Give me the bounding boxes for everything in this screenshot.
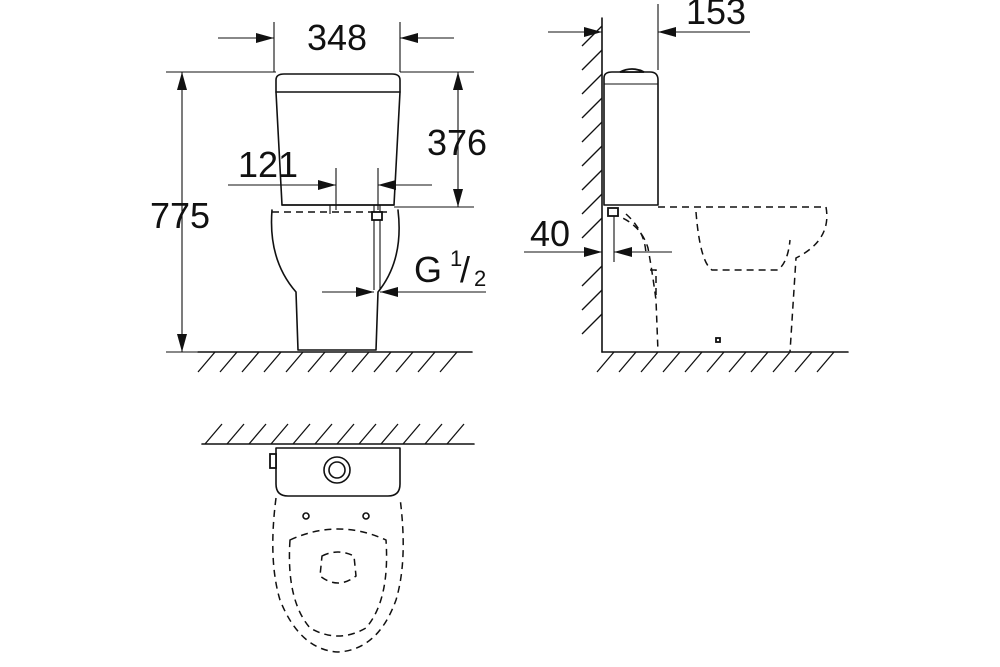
top-wall-hatch	[204, 423, 465, 445]
hinge-hole-right	[362, 512, 370, 520]
label-376: 376	[427, 122, 487, 163]
top-bowl-inner	[288, 528, 388, 637]
top-bowl-well	[319, 551, 357, 584]
label-thread-prefix: G	[414, 249, 442, 290]
front-bowl	[270, 209, 400, 351]
label-thread-slash: /	[460, 249, 470, 290]
label-40: 40	[530, 213, 570, 254]
side-floor-hatch	[596, 351, 835, 373]
label-153: 153	[686, 0, 746, 32]
dim-775: 775	[150, 71, 276, 353]
side-view: 153 40	[524, 0, 849, 373]
top-cistern	[275, 447, 401, 497]
label-348: 348	[307, 17, 367, 58]
label-121: 121	[238, 144, 298, 185]
side-bowl	[658, 206, 828, 353]
front-floor-hatch	[197, 351, 458, 373]
dim-376: 376	[394, 71, 487, 208]
label-thread-num: 1	[450, 246, 462, 271]
hinge-hole-left	[302, 512, 310, 520]
top-view	[201, 423, 475, 653]
top-bowl-outline	[272, 497, 404, 653]
flush-button-icon	[323, 456, 351, 484]
front-view: 348 775 376 121	[150, 17, 487, 373]
label-775: 775	[150, 195, 210, 236]
label-thread-den: 2	[474, 266, 486, 291]
dim-40: 40	[524, 213, 672, 262]
dim-348: 348	[218, 17, 454, 72]
dim-thread: G 1 / 2	[322, 246, 486, 297]
dim-121: 121	[228, 144, 432, 210]
side-cistern	[603, 71, 659, 206]
front-cistern	[275, 73, 401, 93]
side-wall-hatch	[581, 25, 603, 335]
dim-153: 153	[548, 0, 750, 70]
